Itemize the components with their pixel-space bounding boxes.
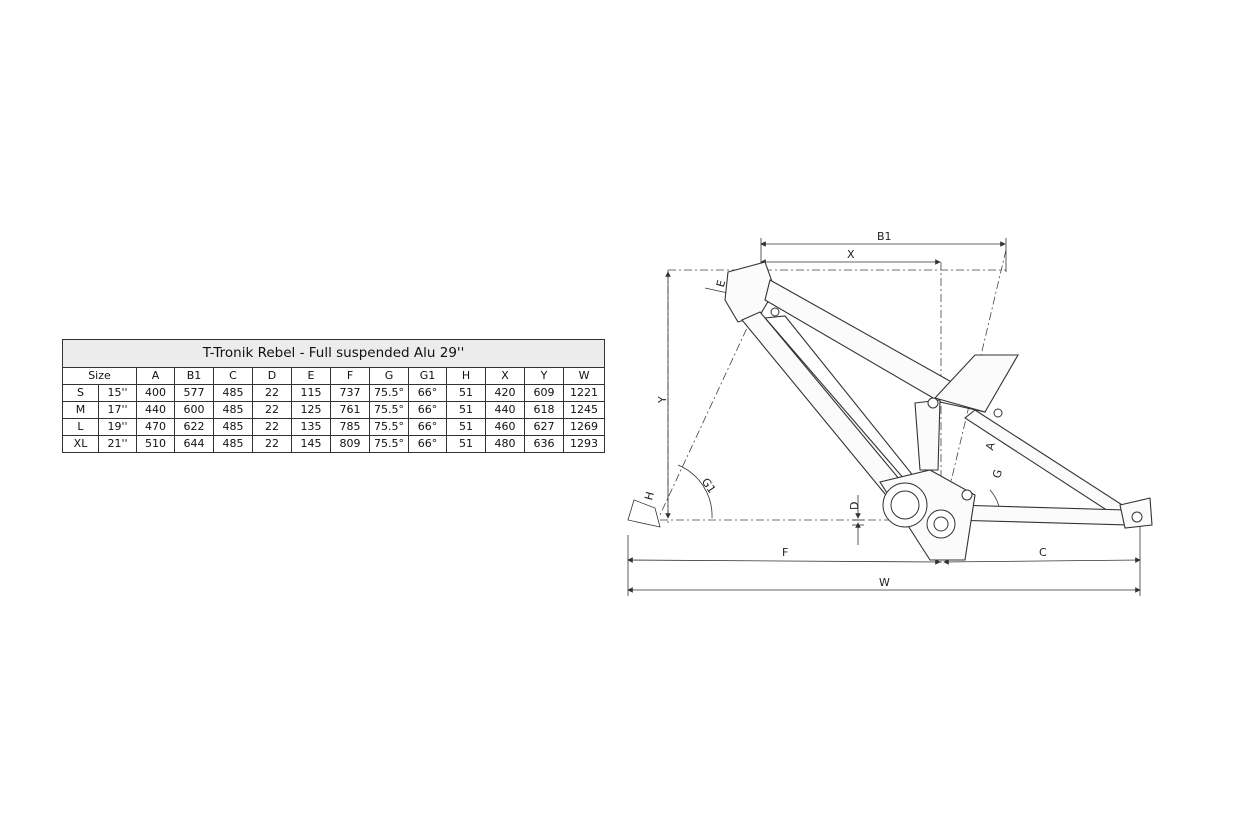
header-x: X [485,367,525,385]
table-row: S 15'' 400 577 485 22 115 737 75.5° 66° … [62,384,606,402]
geometry-table: T-Tronik Rebel - Full suspended Alu 29''… [61,339,606,453]
label-x: X [847,248,855,261]
label-h: H [642,490,657,501]
cell: 761 [330,401,370,419]
label-c: C [1039,546,1047,559]
cell: 1245 [562,401,606,419]
table-row: M 17'' 440 600 485 22 125 761 75.5° 66° … [62,401,606,419]
table-row: XL 21'' 510 644 485 22 145 809 75.5° 66°… [62,435,606,453]
cell: 66° [408,435,447,453]
frame-geometry-diagram: B1 X E Y A G G1 H D F C W [627,230,1153,596]
label-w: W [879,576,890,589]
cell: 66° [408,384,447,402]
header-c: C [213,367,253,385]
cell: XL [62,435,99,453]
cell: L [62,418,99,436]
bike-components [770,307,1143,539]
cell: 737 [330,384,370,402]
cell: 66° [408,418,447,436]
cell: 66° [408,401,447,419]
cell: 600 [174,401,214,419]
cell: 485 [213,401,253,419]
label-g: G [990,468,1005,480]
cell: 19'' [98,418,137,436]
cell: 440 [485,401,525,419]
table-row: L 19'' 470 622 485 22 135 785 75.5° 66° … [62,418,606,436]
cell: S [62,384,99,402]
cell: 1221 [562,384,606,402]
header-size: Size [62,367,137,385]
label-a: A [983,441,998,452]
cell: 622 [174,418,214,436]
table-title: T-Tronik Rebel - Full suspended Alu 29'' [61,339,606,368]
cell: 75.5° [369,384,409,402]
cell: 145 [291,435,331,453]
header-a: A [136,367,175,385]
cell: 22 [252,401,292,419]
cell: 21'' [98,435,137,453]
label-y: Y [656,396,669,404]
label-f: F [782,546,788,559]
cell: 22 [252,384,292,402]
cell: 22 [252,435,292,453]
cell: 22 [252,418,292,436]
cell: 400 [136,384,175,402]
cell: 636 [524,435,564,453]
cell: M [62,401,99,419]
cell: 115 [291,384,331,402]
cell: 485 [213,384,253,402]
cell: 609 [524,384,564,402]
label-g1: G1 [699,476,719,496]
header-f: F [330,367,370,385]
cell: 420 [485,384,525,402]
cell: 1293 [562,435,606,453]
cell: 440 [136,401,175,419]
header-y: Y [524,367,564,385]
cell: 510 [136,435,175,453]
header-g: G [369,367,409,385]
header-d: D [252,367,292,385]
header-w: W [562,367,606,385]
cell: 470 [136,418,175,436]
cell: 618 [524,401,564,419]
cell: 51 [446,401,486,419]
header-h: H [446,367,486,385]
cell: 75.5° [369,401,409,419]
label-d: D [848,502,861,510]
cell: 785 [330,418,370,436]
cell: 51 [446,435,486,453]
header-b1: B1 [174,367,214,385]
dimension-lines [627,238,1141,596]
cell: 485 [213,418,253,436]
cell: 644 [174,435,214,453]
table-header-row: Size A B1 C D E F G G1 H X Y W [62,367,606,385]
cell: 1269 [562,418,606,436]
header-e: E [291,367,331,385]
cell: 460 [485,418,525,436]
cell: 17'' [98,401,137,419]
cell: 809 [330,435,370,453]
header-g1: G1 [408,367,447,385]
cell: 15'' [98,384,137,402]
cell: 51 [446,418,486,436]
label-e: E [714,279,728,289]
cell: 51 [446,384,486,402]
cell: 75.5° [369,418,409,436]
dimension-labels: B1 X E Y A G G1 H D F C W [642,230,1047,589]
cell: 135 [291,418,331,436]
cell: 75.5° [369,435,409,453]
cell: 627 [524,418,564,436]
label-b1: B1 [877,230,892,243]
cell: 480 [485,435,525,453]
cell: 485 [213,435,253,453]
cell: 577 [174,384,214,402]
cell: 125 [291,401,331,419]
